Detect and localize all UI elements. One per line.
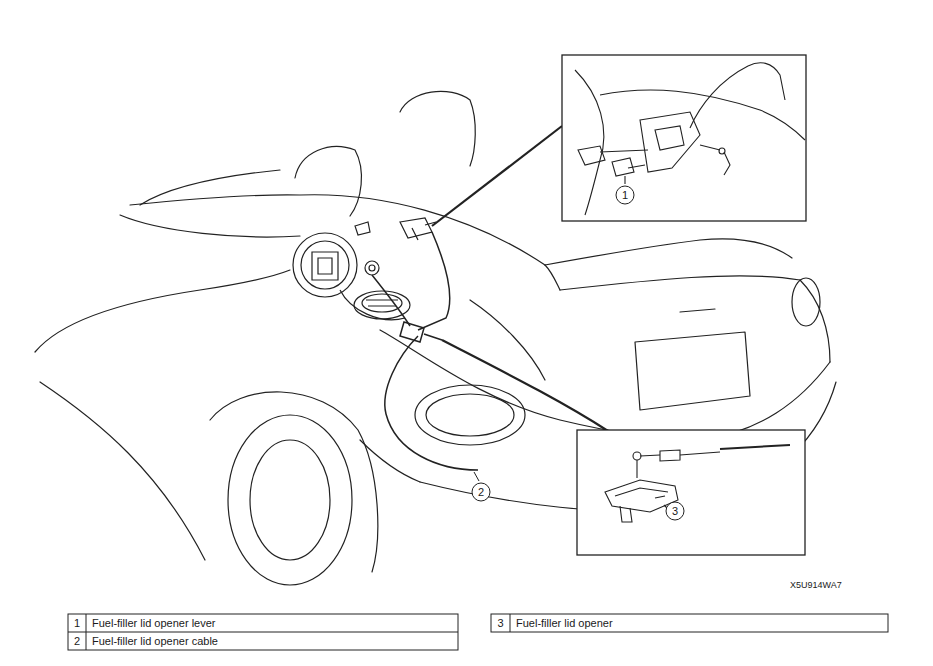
opener-cable xyxy=(400,322,424,342)
inset-top xyxy=(724,152,730,175)
table-cell: Fuel-filler lid opener lever xyxy=(92,614,216,632)
lever-small xyxy=(355,218,436,240)
opener-cable xyxy=(372,275,410,326)
car-body xyxy=(40,382,205,560)
inset-bottom xyxy=(577,430,805,555)
inset-leader xyxy=(432,126,562,226)
inset-bottom xyxy=(636,460,637,478)
car-body xyxy=(228,415,352,585)
car-body xyxy=(545,265,560,290)
car-body xyxy=(560,276,800,290)
parts-table xyxy=(68,614,458,650)
car-body xyxy=(635,332,750,410)
table-cell: Fuel-filler lid opener xyxy=(516,614,613,632)
inset-bottom xyxy=(640,455,660,456)
inset-bottom xyxy=(615,488,668,496)
fuel-filler xyxy=(318,258,332,274)
figure-code: X5U914WA7 xyxy=(790,579,842,591)
inset-top xyxy=(624,176,625,184)
car-body xyxy=(426,394,514,436)
car-body xyxy=(140,170,280,205)
car-body xyxy=(545,239,792,265)
inset-bottom xyxy=(577,430,805,555)
car-body xyxy=(400,91,475,166)
inset-bottom xyxy=(660,450,680,461)
callout-leader xyxy=(474,472,479,481)
callout-circle xyxy=(472,483,490,501)
table-number: 3 xyxy=(491,614,510,632)
fuel-filler xyxy=(301,241,349,289)
inset-top xyxy=(616,186,634,204)
inset-top xyxy=(628,165,645,168)
inset-bottom xyxy=(620,506,632,522)
parts-table xyxy=(491,614,888,632)
car-body xyxy=(35,270,290,352)
inset-leader xyxy=(442,340,608,431)
fuel-filler xyxy=(293,233,357,297)
car-body xyxy=(360,440,420,482)
car-body xyxy=(415,385,525,445)
car-body xyxy=(380,330,830,440)
opener-cable xyxy=(385,336,478,470)
lever-small xyxy=(355,222,370,235)
inset-top xyxy=(575,63,805,215)
parts-table xyxy=(68,614,888,650)
car-body xyxy=(470,300,545,380)
fuel-filler xyxy=(365,261,379,275)
inset-bottom xyxy=(666,502,684,520)
parts-table xyxy=(510,614,511,632)
fuel-filler xyxy=(369,265,375,271)
inset-bottom xyxy=(720,445,790,449)
fuel-filler xyxy=(293,233,410,320)
inset-top xyxy=(575,70,604,215)
inset-top xyxy=(600,150,648,152)
fuel-filler xyxy=(362,294,402,312)
car-body xyxy=(295,146,361,216)
table-number: 1 xyxy=(68,614,86,632)
inset-bottom xyxy=(633,452,641,460)
parts-table xyxy=(68,614,458,650)
inset-top xyxy=(578,146,605,165)
car-body xyxy=(680,309,715,312)
callout-number: 3 xyxy=(667,503,683,519)
opener-cable xyxy=(424,334,442,340)
inset-bottom xyxy=(680,452,720,455)
inset-top xyxy=(640,112,700,172)
inset-bottom xyxy=(655,496,665,498)
fuel-filler xyxy=(312,252,338,280)
callout-leader xyxy=(474,472,479,481)
callout-number: 2 xyxy=(473,484,489,500)
table-cell: Fuel-filler lid opener cable xyxy=(92,632,218,650)
opener-cable xyxy=(418,232,450,330)
inset-top xyxy=(690,66,748,128)
car-body xyxy=(250,440,330,560)
callout-number: 1 xyxy=(617,187,633,203)
inset-top xyxy=(655,126,684,150)
inset-top xyxy=(600,90,805,140)
inset-top xyxy=(562,55,806,221)
table-number: 2 xyxy=(68,632,86,650)
car-body xyxy=(210,392,378,572)
car-body xyxy=(120,215,300,237)
inset-bottom xyxy=(605,445,790,522)
inset-top xyxy=(748,63,785,100)
inset-top xyxy=(700,145,720,150)
inset-top xyxy=(562,55,806,221)
car-body xyxy=(792,278,820,326)
